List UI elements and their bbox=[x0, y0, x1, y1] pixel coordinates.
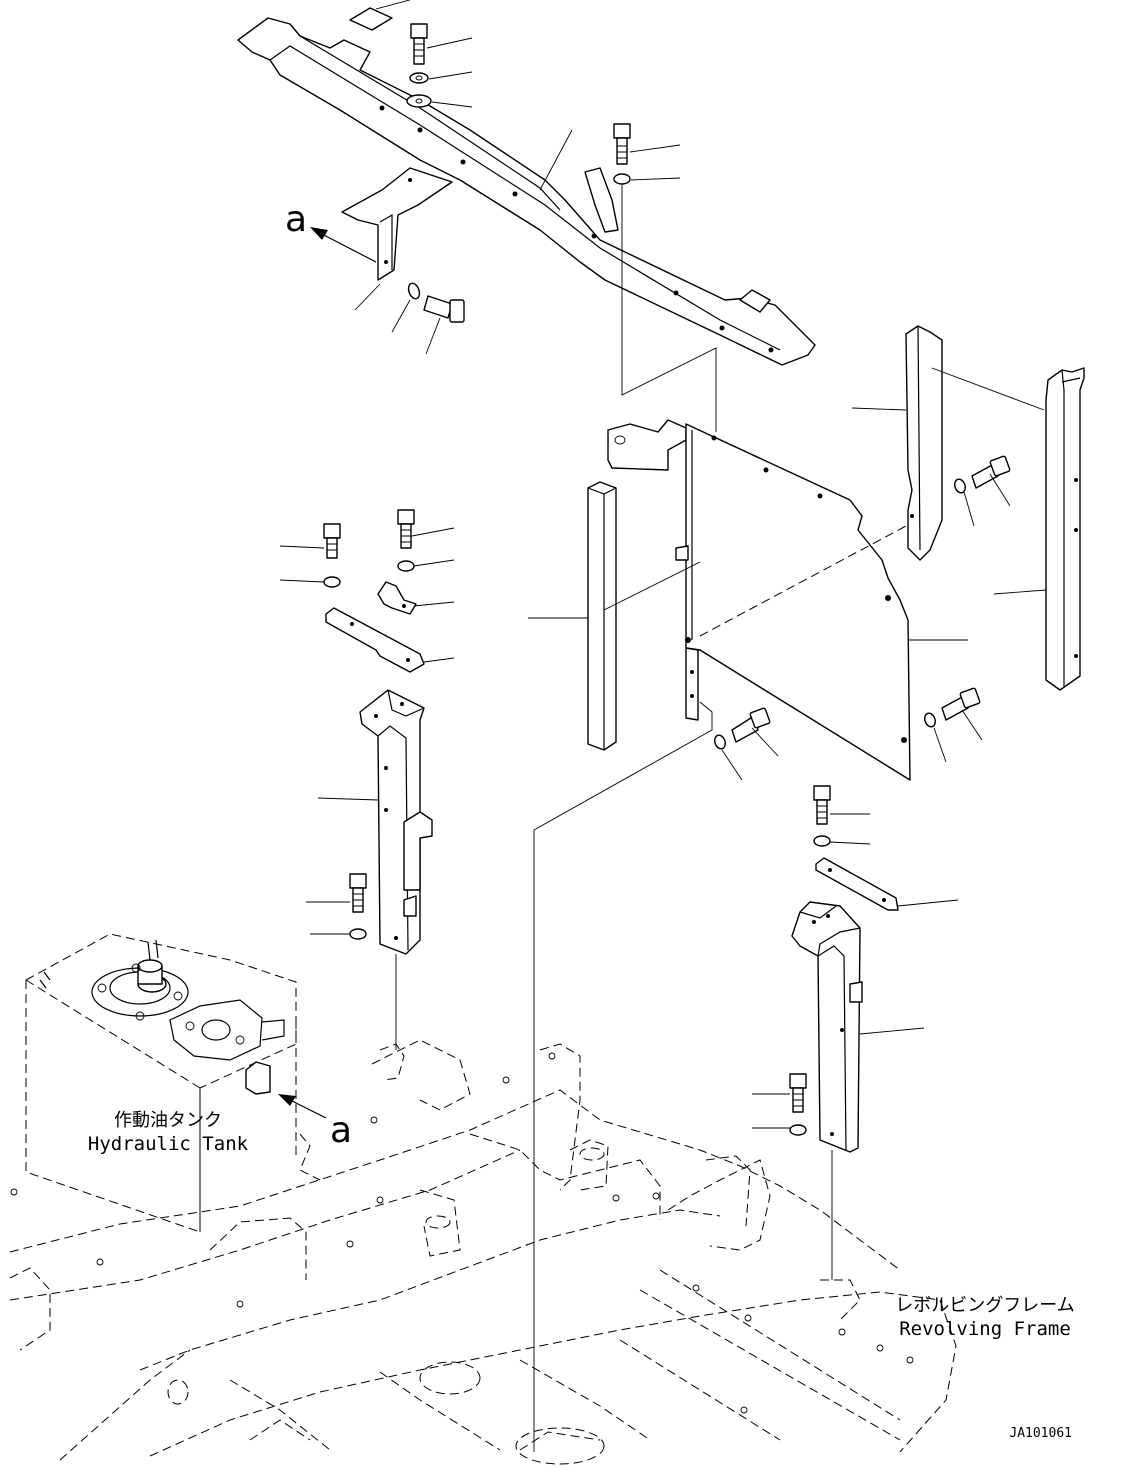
bolt-right-upper bbox=[954, 455, 1011, 494]
washer-top-2 bbox=[406, 94, 432, 108]
view-mark-a-top: a bbox=[285, 199, 307, 240]
tank-filter-housing bbox=[169, 999, 285, 1061]
washer-top-1 bbox=[409, 72, 429, 84]
leader-lines-left bbox=[279, 527, 455, 935]
frame-holes bbox=[10, 1052, 914, 1414]
hydraulic-tank bbox=[25, 933, 297, 1233]
right-channel-rear bbox=[1045, 367, 1085, 691]
right-vertical-support bbox=[791, 901, 863, 1153]
leader-lines-right bbox=[752, 813, 959, 1129]
leader-lines-top bbox=[375, 0, 681, 191]
bolt-right-2 bbox=[789, 1073, 807, 1136]
hydraulic-tank-label-en: Hydraulic Tank bbox=[88, 1133, 249, 1155]
upper-bracket-panel bbox=[607, 419, 687, 471]
bolt-left-2 bbox=[397, 509, 415, 572]
left-square-post bbox=[587, 481, 617, 751]
arrow-a-top bbox=[310, 227, 377, 263]
right-channel-front bbox=[905, 325, 943, 561]
bolt-top-2 bbox=[613, 123, 631, 185]
left-vertical-support bbox=[359, 689, 433, 955]
bolt-right-lower bbox=[924, 687, 981, 728]
top-cross-member bbox=[237, 7, 816, 366]
bolt-panel-bottom bbox=[714, 707, 771, 750]
view-mark-a-bottom: a bbox=[330, 1110, 352, 1151]
revolving-frame-label-en: Revolving Frame bbox=[899, 1318, 1071, 1340]
leader-lines-centre bbox=[528, 367, 1047, 781]
revolving-frame-label-jp: レボルビングフレーム bbox=[895, 1295, 1074, 1316]
main-panel bbox=[675, 423, 911, 781]
bolt-bracket-a bbox=[354, 282, 465, 355]
plate-left bbox=[325, 607, 425, 673]
hydraulic-tank-label-jp: 作動油タンク bbox=[114, 1110, 222, 1131]
small-clip-left bbox=[377, 581, 417, 615]
arrow-a-bottom bbox=[245, 1061, 327, 1119]
tank-cap bbox=[91, 959, 189, 1021]
plate-right bbox=[815, 857, 899, 911]
bracket-a bbox=[341, 167, 453, 281]
drawing-id: JA101061 bbox=[1009, 1426, 1072, 1441]
bolt-top-1 bbox=[410, 23, 428, 65]
bolt-right-1 bbox=[813, 785, 831, 847]
bolt-left-3 bbox=[349, 873, 367, 940]
bolt-left-1 bbox=[323, 523, 341, 588]
construction-lines bbox=[395, 185, 907, 1452]
revolving-frame bbox=[9, 1020, 957, 1465]
